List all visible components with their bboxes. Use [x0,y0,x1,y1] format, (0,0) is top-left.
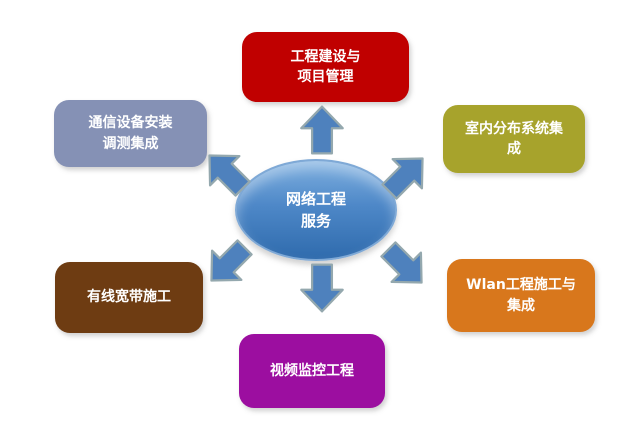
node-label: 项目管理 [297,69,354,85]
node-label: 视频监控工程 [270,362,354,379]
node-label: 有线宽带施工 [87,289,171,306]
node-wired-broadband: 有线宽带施工 [55,262,203,333]
node-label: 调测集成 [102,135,159,152]
arrow-down-icon [295,261,349,315]
hub-network-engineering-services: 网络工程 服务 [235,159,397,261]
node-label: 工程建设与 [290,48,361,65]
arrow-down-left-icon [190,226,266,302]
arrow-down-right-icon [367,228,443,304]
node-label: 集成 [507,297,535,314]
hub-label: 服务 [300,212,331,230]
node-indoor-distribution: 室内分布系统集 成 [443,105,585,173]
node-wlan-construction: Wlan工程施工与 集成 [447,259,595,332]
node-project-management: 工程建设与 项目管理 [242,32,409,102]
arrow-up-icon [295,103,349,157]
node-label: 通信设备安装 [88,115,173,132]
arrow-up-right-icon [368,137,444,213]
node-label: 室内分布系统集 [465,120,563,137]
node-equipment-installation: 通信设备安装 调测集成 [54,100,207,167]
arrow-up-left-icon [188,134,264,210]
node-label: Wlan工程施工与 [466,277,576,294]
node-video-surveillance: 视频监控工程 [239,334,385,408]
node-label: 成 [507,141,521,157]
hub-label: 网络工程 [285,189,346,208]
